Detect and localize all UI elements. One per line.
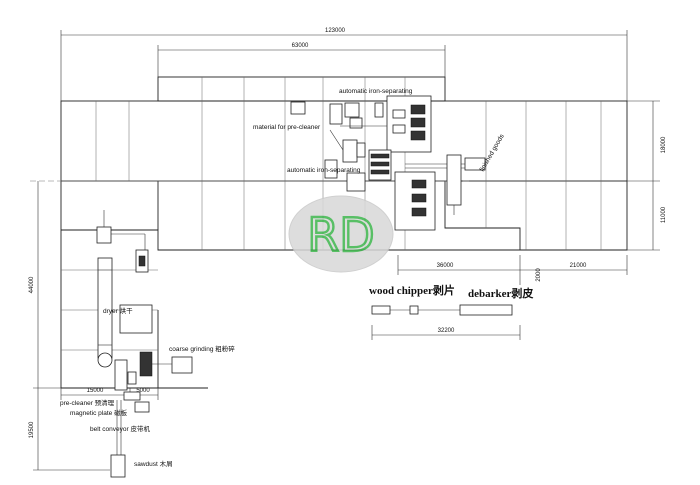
logo-text: RD	[307, 208, 374, 262]
label-auto-iron-mid: automatic iron-separating	[287, 167, 361, 174]
dim-5000: 5000	[136, 388, 150, 394]
dim-right-h2: 11000	[661, 206, 667, 223]
dim-right-h1: 18000	[661, 136, 667, 153]
top-dimensions: 123000 63000	[60, 28, 628, 101]
label-coarse-grinding: coarse grinding 粗粉碎	[169, 344, 235, 353]
middle-dimensions: 36000 21000 2000	[397, 255, 628, 285]
dim-lower-left-h: 19500	[29, 421, 35, 438]
chipper-debarker-line: 32200	[371, 304, 521, 340]
label-pre-cleaner: pre-cleaner 预清理	[60, 398, 115, 407]
label-debarker: debarker剥皮	[468, 286, 533, 300]
dim-left-h: 44000	[29, 276, 35, 293]
left-dimensions: 44000 19500	[29, 181, 110, 471]
label-wood-chipper: wood chipper剥片	[369, 283, 455, 297]
right-dimensions: 18000 11000	[627, 100, 667, 251]
dim-total-width: 123000	[325, 28, 346, 34]
label-belt-conveyor: belt conveyor 皮带机	[90, 424, 150, 433]
dim-32200: 32200	[438, 328, 455, 334]
left-wing-equipment	[96, 210, 193, 478]
label-magnetic-plate: magnetic plate 磁板	[70, 408, 128, 417]
dim-21000: 21000	[570, 263, 587, 269]
rd-logo: RD	[288, 195, 394, 273]
label-finished-goods: finished goods	[479, 133, 506, 173]
label-dryer: dryer 烘干	[103, 306, 133, 315]
logo-ellipse	[288, 195, 394, 273]
dim-36000: 36000	[437, 263, 454, 269]
labels: automatic iron-separating material for p…	[60, 88, 533, 468]
processing-equipment	[290, 95, 486, 231]
label-sawdust: sawdust 木屑	[134, 459, 173, 468]
bottom-dimensions: 15000 5000	[60, 388, 159, 400]
label-auto-iron-top: automatic iron-separating	[339, 88, 413, 95]
dim-15000: 15000	[87, 388, 104, 394]
dim-2000: 2000	[536, 268, 542, 282]
label-material-precleaner: material for pre-cleaner	[253, 124, 321, 131]
dim-upper-width: 63000	[292, 43, 309, 49]
